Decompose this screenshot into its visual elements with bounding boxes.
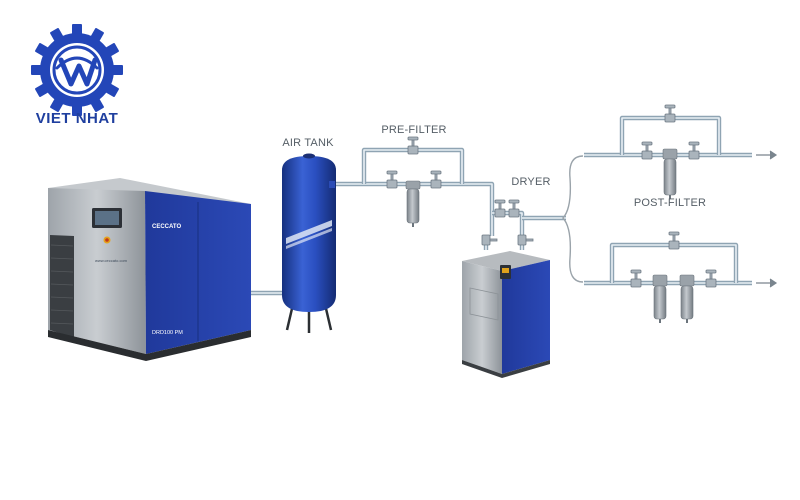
compressor-brand: CECCATO: [152, 224, 181, 230]
viet-nhat-logo: VIET NHAT: [31, 24, 123, 127]
gear-logo-icon: [31, 24, 123, 116]
air-compressor: www.ceccato.com CECCATO DRD100 PM: [48, 178, 251, 361]
compressor-website: www.ceccato.com: [95, 258, 128, 263]
filters: [405, 148, 695, 323]
flow-arrow-icon: [756, 150, 778, 288]
label-dryer: DRYER: [511, 176, 550, 188]
split-brace: [562, 155, 584, 283]
brand-name: VIET NHAT: [36, 110, 119, 127]
post-filter-unit-upper: [662, 148, 678, 199]
compressor-model: DRD100 PM: [152, 330, 183, 336]
valves: [386, 104, 717, 288]
pre-filter-unit: [405, 180, 421, 227]
air-tank: [282, 153, 336, 333]
post-filter-unit-lower-1: [652, 274, 668, 323]
label-pre-filter: PRE-FILTER: [381, 124, 446, 136]
post-filter-unit-lower-2: [679, 274, 695, 323]
label-post-filter: POST-FILTER: [634, 197, 706, 209]
label-air-tank: AIR TANK: [282, 137, 334, 149]
refrigerated-dryer: [462, 251, 550, 378]
